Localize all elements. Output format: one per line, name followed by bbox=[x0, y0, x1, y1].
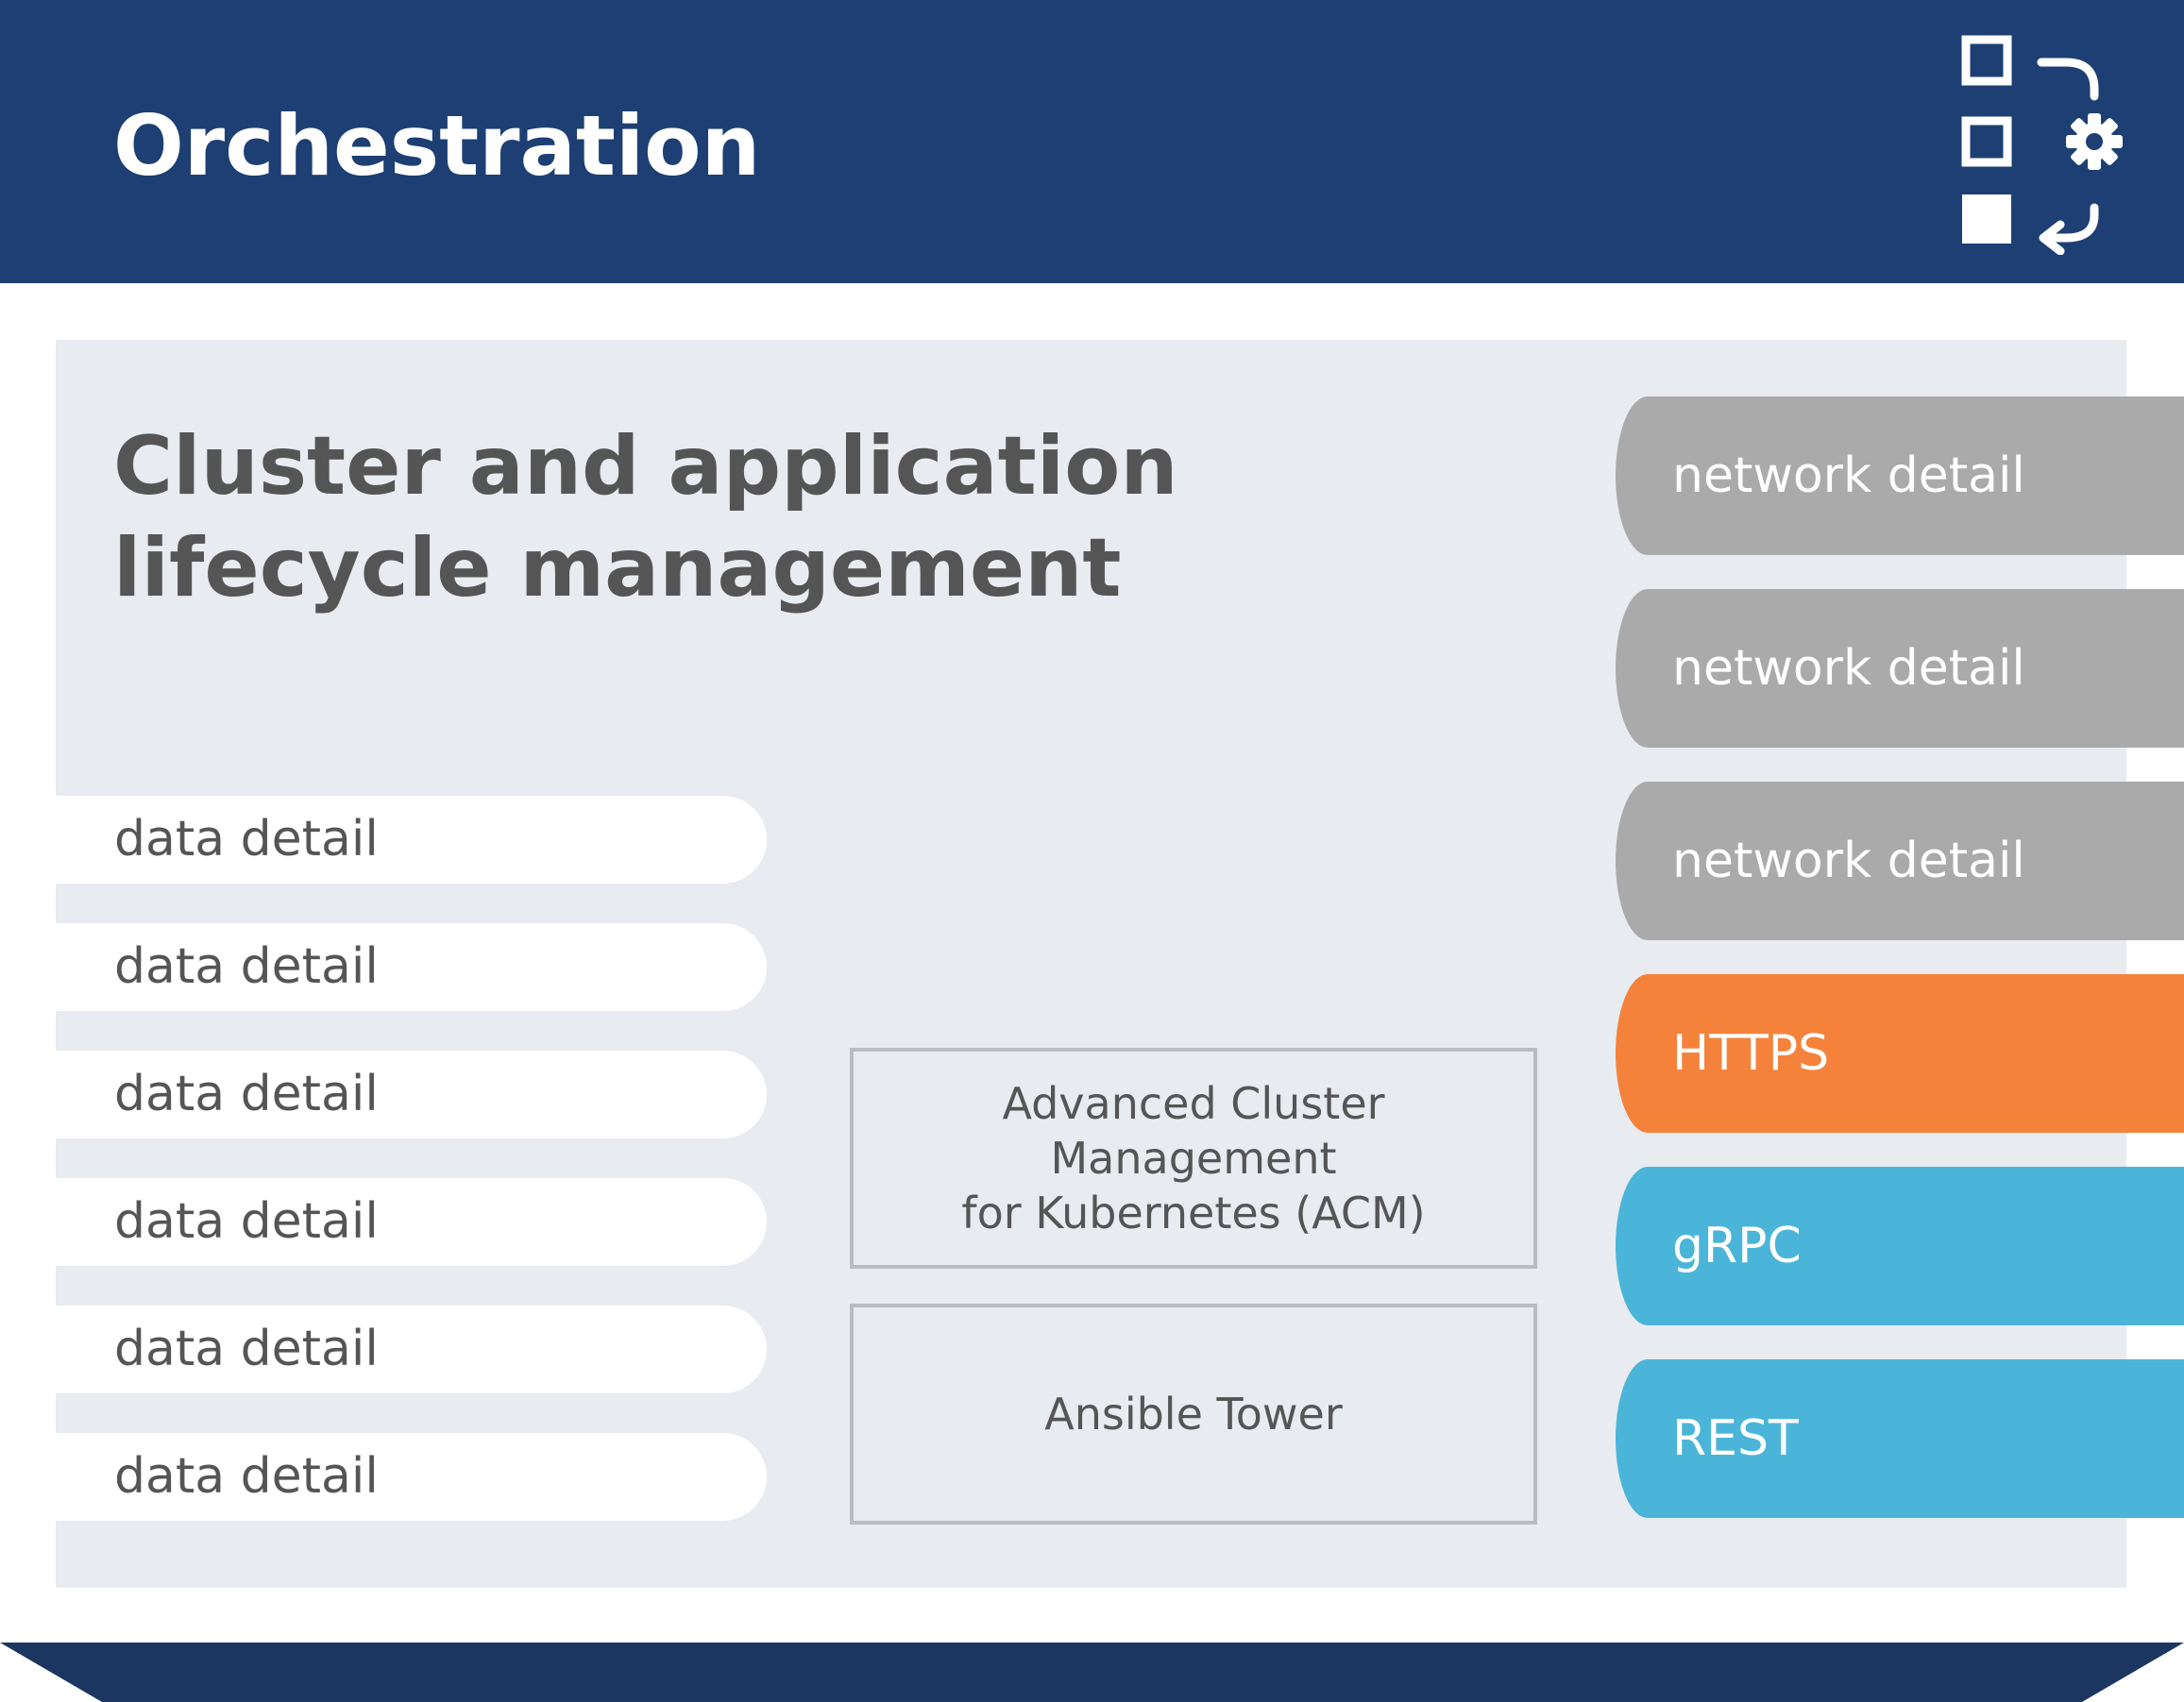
data-row-label: data detail bbox=[114, 938, 379, 995]
data-row-label: data detail bbox=[114, 1448, 379, 1505]
page-title: Orchestration bbox=[113, 97, 761, 194]
data-row-label: data detail bbox=[114, 811, 379, 868]
ansible-tower-box: Ansible Tower bbox=[850, 1304, 1537, 1525]
tab-label: network detail bbox=[1672, 833, 2025, 889]
tab-grpc: gRPC bbox=[1616, 1167, 2184, 1325]
data-row: data detail bbox=[56, 1178, 767, 1266]
data-row: data detail bbox=[56, 796, 767, 884]
tab-https: HTTPS bbox=[1616, 974, 2184, 1133]
footer-bar bbox=[0, 1643, 2184, 1702]
tab-label: REST bbox=[1672, 1410, 1799, 1467]
data-row-label: data detail bbox=[114, 1321, 379, 1377]
ansible-tower-label: Ansible Tower bbox=[1044, 1389, 1343, 1440]
acm-label-line2: for Kubernetes (ACM) bbox=[961, 1188, 1426, 1239]
tab-label: network detail bbox=[1672, 640, 2025, 697]
tab-network-detail: network detail bbox=[1616, 396, 2184, 555]
workflow-gear-icon bbox=[1961, 35, 2123, 255]
acm-label-line1: Advanced Cluster Management bbox=[1002, 1078, 1385, 1184]
data-row-label: data detail bbox=[114, 1066, 379, 1122]
data-row: data detail bbox=[56, 1306, 767, 1393]
tab-label: HTTPS bbox=[1672, 1025, 1830, 1082]
acm-box: Advanced Cluster Management for Kubernet… bbox=[850, 1048, 1537, 1269]
data-row: data detail bbox=[56, 923, 767, 1011]
tab-label: gRPC bbox=[1672, 1218, 1802, 1274]
data-row: data detail bbox=[56, 1051, 767, 1138]
tab-network-detail: network detail bbox=[1616, 782, 2184, 940]
header-bar: Orchestration bbox=[0, 0, 2184, 283]
section-title: Cluster and application lifecycle manage… bbox=[113, 419, 1178, 615]
data-row: data detail bbox=[56, 1433, 767, 1521]
data-row-label: data detail bbox=[114, 1193, 379, 1250]
tab-label: network detail bbox=[1672, 447, 2025, 504]
tab-rest: REST bbox=[1616, 1359, 2184, 1518]
tab-network-detail: network detail bbox=[1616, 589, 2184, 748]
